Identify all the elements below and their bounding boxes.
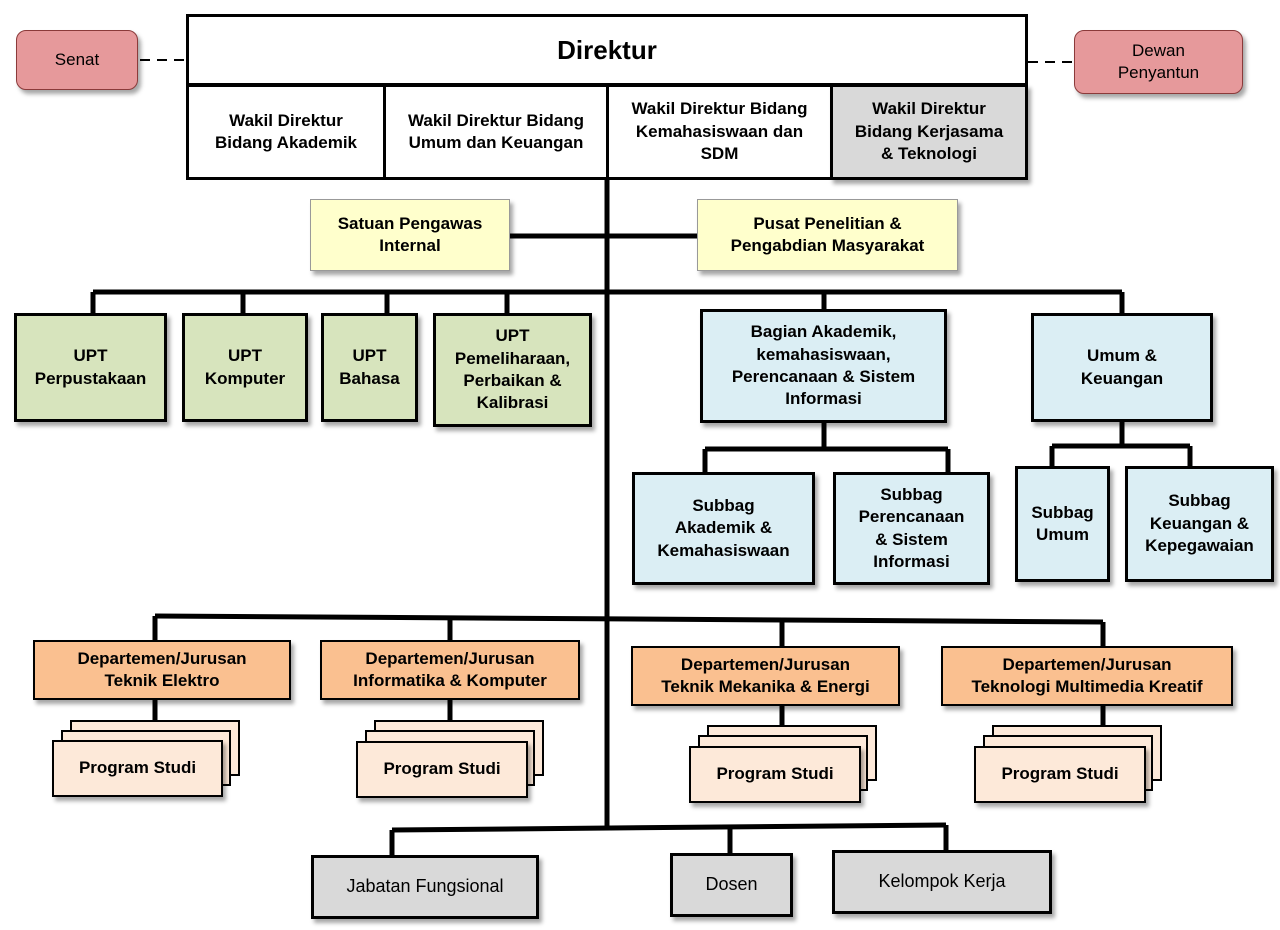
- senat-box: Senat: [16, 30, 138, 90]
- dewan-penyantun-box: Dewan Penyantun: [1074, 30, 1243, 94]
- upt-perpustakaan-box: UPT Perpustakaan: [14, 313, 167, 422]
- p3m-box: Pusat Penelitian & Pengabdian Masyarakat: [697, 199, 958, 271]
- subbag-umum-box: Subbag Umum: [1015, 466, 1110, 582]
- spi-box: Satuan Pengawas Internal: [310, 199, 510, 271]
- dept-teknik-elektro-box: Departemen/Jurusan Teknik Elektro: [33, 640, 291, 700]
- deputy-academic-box: Wakil Direktur Bidang Akademik: [186, 84, 386, 180]
- program-studi-elektro-box: Program Studi: [52, 740, 223, 797]
- dept-informatika-box: Departemen/Jurusan Informatika & Kompute…: [320, 640, 580, 700]
- subbag-perencanaan-box: Subbag Perencanaan & Sistem Informasi: [833, 472, 990, 585]
- bagian-umum-keuangan-box: Umum & Keuangan: [1031, 313, 1213, 422]
- upt-bahasa-box: UPT Bahasa: [321, 313, 418, 422]
- subbag-keuangan-box: Subbag Keuangan & Kepegawaian: [1125, 466, 1274, 582]
- upt-pemeliharaan-box: UPT Pemeliharaan, Perbaikan & Kalibrasi: [433, 313, 592, 427]
- bottom-bus-line: [391, 822, 947, 833]
- department-bus-line: [154, 613, 1104, 625]
- dept-mekanika-box: Departemen/Jurusan Teknik Mekanika & Ene…: [631, 646, 900, 706]
- subbag-akademik-box: Subbag Akademik & Kemahasiswaan: [632, 472, 815, 585]
- deputy-student-box: Wakil Direktur Bidang Kemahasiswaan dan …: [606, 84, 833, 180]
- dosen-box: Dosen: [670, 853, 793, 917]
- program-studi-multimedia-box: Program Studi: [974, 746, 1146, 803]
- deputy-cooperation-box: Wakil Direktur Bidang Kerjasama & Teknol…: [830, 84, 1028, 180]
- bagian-akademik-box: Bagian Akademik, kemahasiswaan, Perencan…: [700, 309, 947, 423]
- program-studi-mekanika-box: Program Studi: [689, 746, 861, 803]
- direktur-box: Direktur: [186, 14, 1028, 86]
- program-studi-informatika-box: Program Studi: [356, 741, 528, 798]
- dept-multimedia-box: Departemen/Jurusan Teknologi Multimedia …: [941, 646, 1233, 706]
- upt-komputer-box: UPT Komputer: [182, 313, 308, 422]
- jabatan-fungsional-box: Jabatan Fungsional: [311, 855, 539, 919]
- kelompok-kerja-box: Kelompok Kerja: [832, 850, 1052, 914]
- deputy-finance-box: Wakil Direktur Bidang Umum dan Keuangan: [383, 84, 609, 180]
